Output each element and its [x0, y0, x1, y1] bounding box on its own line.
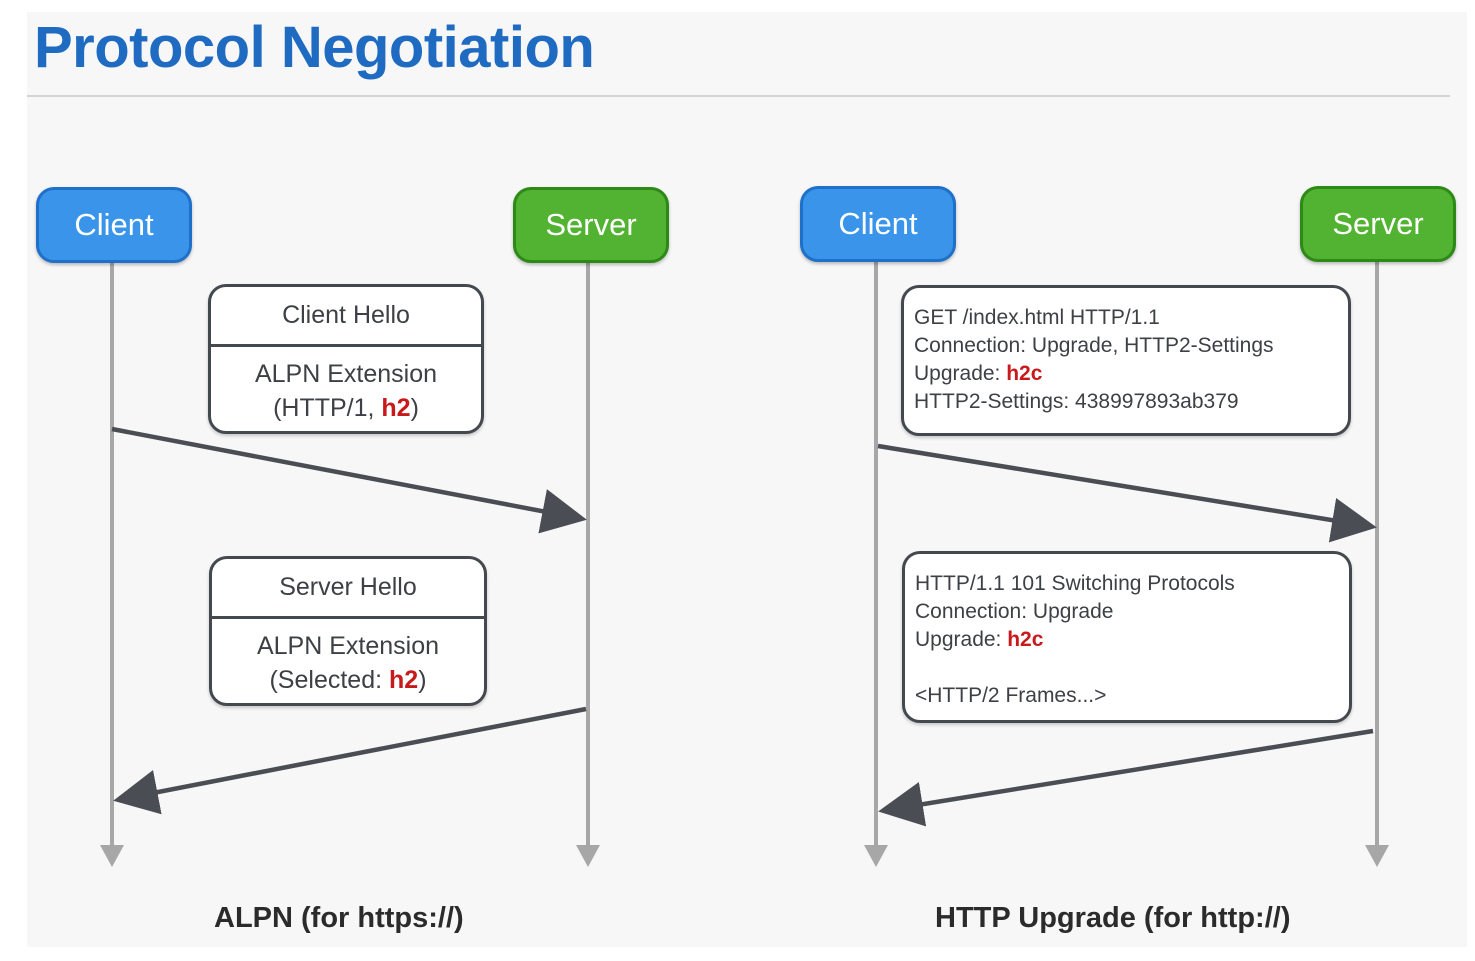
upgrade-server-lifeline-end: [1365, 845, 1389, 867]
title-divider: [27, 95, 1450, 97]
request-upgrade-header: Upgrade: h2c: [914, 360, 1338, 388]
upgrade-response-box: HTTP/1.1 101 Switching Protocols Connect…: [902, 551, 1352, 723]
alpn-server-label: Server: [545, 207, 637, 242]
alpn-caption: ALPN (for https://): [214, 902, 464, 934]
server-hello-h2: h2: [389, 666, 419, 694]
diagram-panel: [27, 12, 1467, 947]
client-hello-h2: h2: [381, 394, 411, 422]
response-upgrade-header-text: Upgrade:: [915, 628, 1008, 651]
response-blank-line: [915, 654, 1339, 682]
server-hello-extension: ALPN Extension: [256, 632, 440, 660]
client-hello-extension: ALPN Extension: [254, 360, 438, 388]
alpn-server-lifeline-end: [576, 845, 600, 867]
upgrade-client-lifeline-end: [864, 845, 888, 867]
request-upgrade-h2c: h2c: [1006, 362, 1043, 385]
alpn-client-label: Client: [74, 207, 154, 242]
response-upgrade-header: Upgrade: h2c: [915, 626, 1339, 654]
response-connection-header: Connection: Upgrade: [915, 600, 1114, 623]
client-hello-body: ALPN Extension (HTTP/1, h2): [211, 347, 481, 425]
response-upgrade-h2c: h2c: [1007, 628, 1044, 651]
alpn-client-box: Client: [36, 187, 192, 263]
response-http2-frames: <HTTP/2 Frames...>: [915, 684, 1107, 707]
server-hello-box: Server Hello ALPN Extension (Selected: h…: [209, 556, 487, 706]
client-hello-protocols: (HTTP/1, h2): [211, 391, 481, 425]
server-hello-selected: (Selected: h2): [212, 663, 484, 697]
upgrade-request-box: GET /index.html HTTP/1.1 Connection: Upg…: [901, 285, 1351, 436]
server-hello-body: ALPN Extension (Selected: h2): [212, 619, 484, 697]
request-line: GET /index.html HTTP/1.1: [914, 306, 1160, 329]
client-hello-protocols-text: (HTTP/1,: [273, 394, 382, 422]
client-hello-box: Client Hello ALPN Extension (HTTP/1, h2): [208, 284, 484, 434]
client-hello-protocols-close: ): [410, 394, 419, 422]
server-hello-selected-close: ): [418, 666, 427, 694]
response-status-line: HTTP/1.1 101 Switching Protocols: [915, 572, 1235, 595]
alpn-client-lifeline-end: [100, 845, 124, 867]
page-title: Protocol Negotiation: [34, 15, 595, 80]
upgrade-caption: HTTP Upgrade (for http://): [935, 902, 1291, 934]
alpn-server-hello-arrow: [113, 706, 587, 815]
alpn-server-box: Server: [513, 187, 669, 263]
server-hello-title: Server Hello: [212, 559, 484, 619]
upgrade-client-box: Client: [800, 186, 956, 262]
request-connection-header: Connection: Upgrade, HTTP2-Settings: [914, 334, 1274, 357]
upgrade-client-label: Client: [838, 206, 918, 241]
client-hello-title: Client Hello: [211, 287, 481, 347]
request-settings-header: HTTP2-Settings: 438997893ab379: [914, 390, 1239, 413]
upgrade-response-arrow: [878, 728, 1374, 827]
upgrade-server-box: Server: [1300, 186, 1456, 262]
upgrade-request-arrow: [877, 443, 1377, 543]
server-hello-selected-text: (Selected:: [269, 666, 389, 694]
request-upgrade-header-text: Upgrade:: [914, 362, 1007, 385]
upgrade-server-label: Server: [1332, 206, 1424, 241]
alpn-client-hello-arrow: [111, 426, 587, 534]
